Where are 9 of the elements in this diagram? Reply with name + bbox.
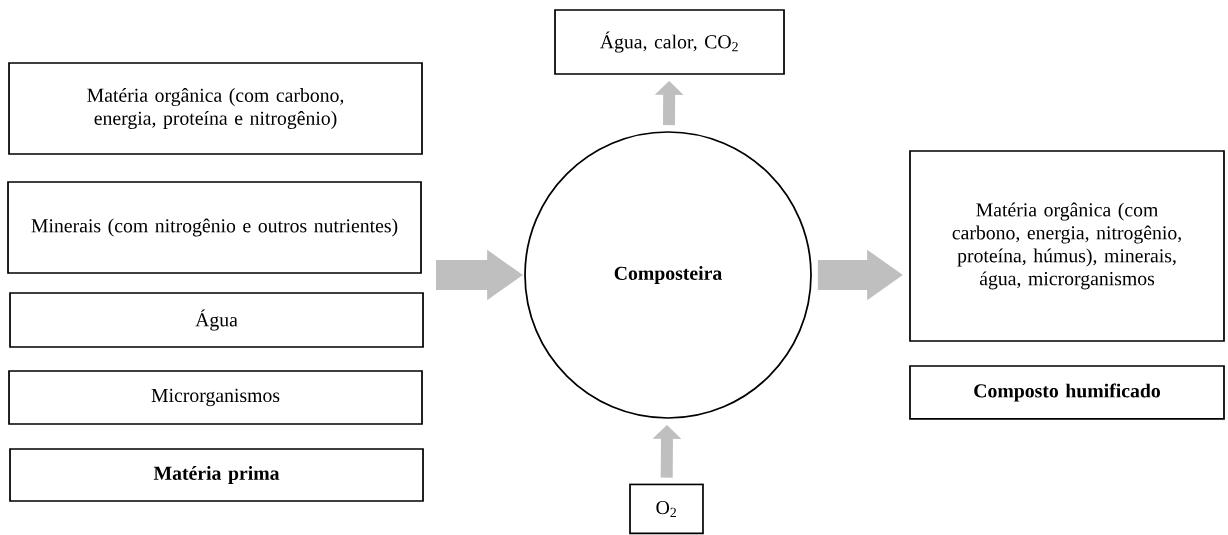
text-box: O$_{2}$: [629, 483, 704, 535]
text-box: Matéria orgânica (com carbono, energia, nitrogênio, proteína, húmus), minerais, água, microrganismos: [909, 150, 1225, 342]
text-box: Água: [9, 292, 424, 348]
text-box: Minerais (com nitrogênio e outros nutrientes): [7, 181, 422, 274]
text-box: Água, calor, CO$_{2}$: [554, 9, 785, 75]
text-box: Composto humificado: [909, 365, 1225, 420]
text-box: Matéria orgânica (com carbono, energia, proteína e nitrogênio): [8, 62, 423, 155]
text-box: Microrganismos: [8, 370, 423, 425]
text-box: Matéria prima: [9, 448, 424, 502]
